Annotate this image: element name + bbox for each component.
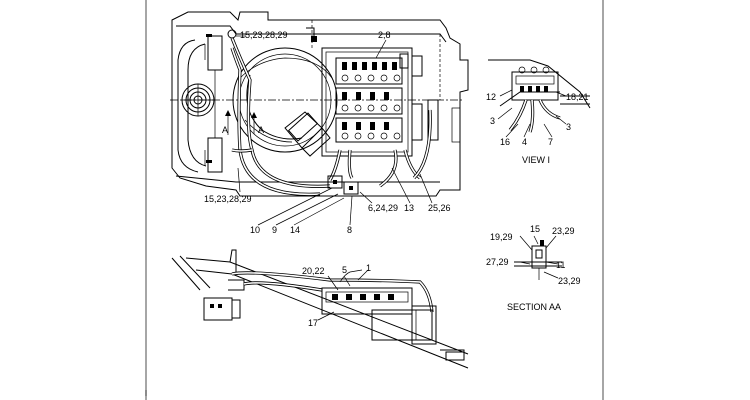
caption-view-i: VIEW I: [522, 155, 550, 165]
label-23-29-bottom: 23,29: [558, 276, 581, 286]
section-aa-detail: [514, 235, 562, 280]
label-a-left: A: [222, 125, 228, 135]
label-18-21: 18,21: [566, 92, 589, 102]
main-top-view: [170, 11, 469, 226]
label-9: 9: [272, 225, 277, 235]
label-8: 8: [347, 225, 352, 235]
label-15-23-28-29-bottom: 15,23,28,29: [204, 194, 252, 204]
label-15-23-28-29-top: 15,23,28,29: [240, 30, 288, 40]
label-6-24-29: 6,24,29: [368, 203, 398, 213]
label-13: 13: [404, 203, 414, 213]
label-15-section: 15: [530, 224, 540, 234]
view-i-detail: [488, 59, 591, 138]
label-27-29: 27,29: [486, 257, 509, 267]
label-16: 16: [500, 137, 510, 147]
label-7: 7: [548, 137, 553, 147]
label-5: 5: [342, 265, 347, 275]
label-11: 11: [556, 260, 565, 270]
label-23-29-top: 23,29: [552, 226, 575, 236]
label-4: 4: [522, 137, 527, 147]
label-14: 14: [290, 225, 300, 235]
label-3-left: 3: [490, 116, 495, 126]
label-25-26: 25,26: [428, 203, 451, 213]
label-3-right: 3: [566, 122, 571, 132]
label-19-29: 19,29: [490, 232, 513, 242]
label-10: 10: [250, 225, 260, 235]
label-20-22: 20,22: [302, 266, 325, 276]
label-a-right: A: [258, 125, 264, 135]
caption-section-aa: SECTION AA: [507, 302, 561, 312]
side-view: [171, 249, 469, 369]
label-12: 12: [486, 92, 496, 102]
label-1: 1: [366, 263, 371, 273]
label-17: 17: [308, 318, 318, 328]
label-2-8: 2,8: [378, 30, 391, 40]
